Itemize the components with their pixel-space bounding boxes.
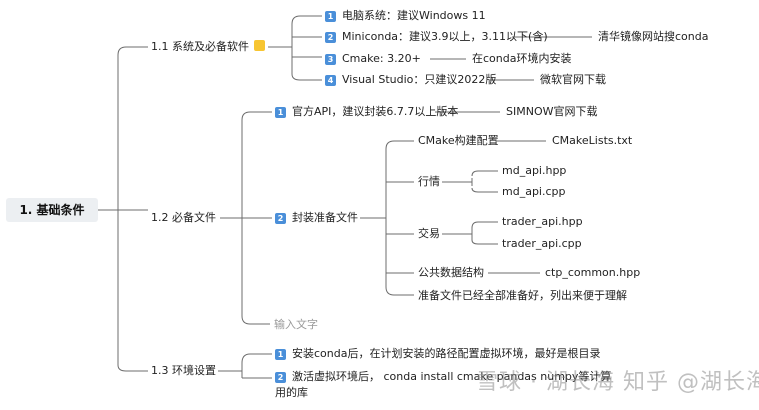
node-text: 激活虚拟环境后， conda install cmake pandas nump… — [292, 370, 612, 383]
node-market[interactable]: 行情 — [418, 175, 440, 188]
number-badge-icon: 3 — [325, 54, 336, 65]
node-text: 官方API，建议封装6.7.7以上版本 — [292, 105, 459, 118]
node-text: 安装conda后，在计划安装的路径配置虚拟环境，最好是根目录 — [292, 347, 601, 360]
node-activate-env[interactable]: 2 激活虚拟环境后， conda install cmake pandas num… — [275, 370, 611, 384]
node-cmake-version[interactable]: 3 Cmake: 3.20+ — [325, 52, 421, 66]
node-miniconda[interactable]: 2 Miniconda：建议3.9以上，3.11以下(含) — [325, 30, 548, 44]
note-conda-install[interactable]: 在conda环境内安装 — [472, 52, 572, 65]
number-badge-icon: 1 — [275, 349, 286, 360]
file-ctp-common[interactable]: ctp_common.hpp — [545, 266, 641, 279]
file-md-api-hpp[interactable]: md_api.hpp — [502, 164, 567, 177]
branch-title: 1.1 系统及必备软件 — [151, 40, 249, 53]
file-cmakelists[interactable]: CMakeLists.txt — [552, 134, 633, 147]
file-trader-api-hpp[interactable]: trader_api.hpp — [502, 215, 583, 228]
number-badge-icon: 1 — [325, 11, 336, 22]
node-common-structs[interactable]: 公共数据结构 — [418, 266, 484, 279]
node-text: Cmake: 3.20+ — [342, 52, 421, 65]
node-text: Visual Studio：只建议2022版 — [342, 73, 497, 86]
number-badge-icon: 2 — [275, 372, 286, 383]
note-tsinghua-mirror[interactable]: 清华镜像网站搜conda — [598, 30, 709, 43]
root-node[interactable]: 1. 基础条件 — [6, 198, 98, 222]
input-placeholder[interactable]: 输入文字 — [274, 318, 318, 331]
node-visual-studio[interactable]: 4 Visual Studio：只建议2022版 — [325, 73, 496, 87]
watermark: 雪球 · 湖长海 知乎 @湖长海 — [476, 370, 759, 395]
node-text: 封装准备文件 — [292, 211, 358, 224]
file-trader-api-cpp[interactable]: trader_api.cpp — [502, 237, 582, 250]
branch-env-setup[interactable]: 1.3 环境设置 — [151, 364, 216, 377]
number-badge-icon: 1 — [275, 107, 286, 118]
node-ready-note[interactable]: 准备文件已经全部准备好，列出来便于理解 — [418, 289, 627, 302]
node-os[interactable]: 1 电脑系统：建议Windows 11 — [325, 9, 486, 23]
branch-required-files[interactable]: 1.2 必备文件 — [151, 211, 216, 224]
warning-flag-icon — [254, 40, 265, 51]
node-wrapper-files[interactable]: 2 封装准备文件 — [275, 211, 358, 225]
branch-system-software[interactable]: 1.1 系统及必备软件 — [151, 40, 265, 54]
file-md-api-cpp[interactable]: md_api.cpp — [502, 185, 566, 198]
number-badge-icon: 2 — [325, 32, 336, 43]
node-activate-env-cont: 用的库 — [275, 386, 308, 399]
note-simnow-download[interactable]: SIMNOW官网下载 — [506, 105, 598, 118]
node-cmake-config[interactable]: CMake构建配置 — [418, 134, 499, 147]
number-badge-icon: 4 — [325, 75, 336, 86]
node-trade[interactable]: 交易 — [418, 227, 440, 240]
node-official-api[interactable]: 1 官方API，建议封装6.7.7以上版本 — [275, 105, 458, 119]
node-text: 电脑系统：建议Windows 11 — [342, 9, 486, 22]
node-install-conda[interactable]: 1 安装conda后，在计划安装的路径配置虚拟环境，最好是根目录 — [275, 347, 600, 361]
number-badge-icon: 2 — [275, 213, 286, 224]
note-microsoft-download[interactable]: 微软官网下载 — [540, 73, 606, 86]
node-text: Miniconda：建议3.9以上，3.11以下(含) — [342, 30, 548, 43]
